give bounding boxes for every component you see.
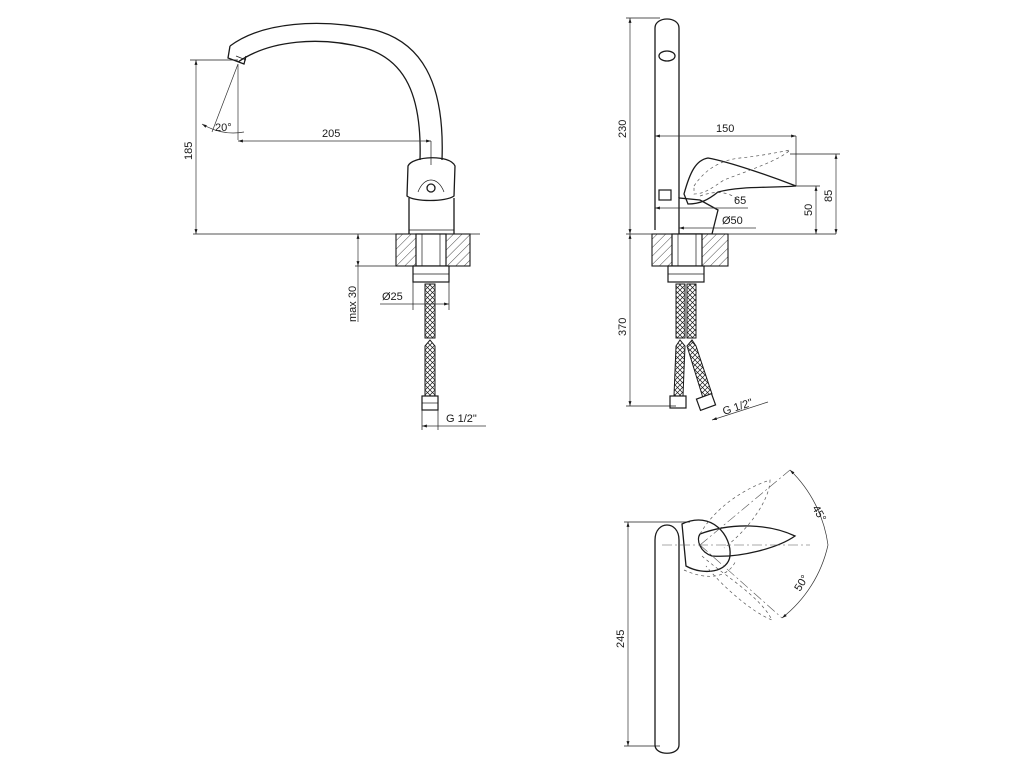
side-aerator — [658, 50, 676, 62]
front-hose-upper — [424, 283, 436, 339]
side-hose-right-upper — [686, 283, 697, 339]
top-handle-rotated-down — [701, 555, 773, 621]
front-hose-lower — [424, 339, 436, 397]
front-angle-ref-2 — [211, 63, 239, 133]
front-aerator-line — [235, 55, 247, 61]
front-height-label: 185 — [183, 142, 195, 160]
side-base-core — [671, 233, 703, 267]
front-aerator — [227, 45, 247, 65]
side-handle-raised-detail — [699, 192, 739, 201]
front-base-core — [415, 233, 447, 267]
side-85-label: 85 — [823, 190, 835, 202]
side-65-label: 65 — [734, 195, 746, 207]
side-d50-label: Ø50 — [722, 215, 743, 227]
side-spout-tube — [654, 18, 680, 230]
front-conn-label: G 1/2" — [446, 413, 477, 425]
top-handle — [697, 525, 797, 557]
side-spout-clip — [658, 189, 672, 201]
front-view: 20° 205 185 max 30 Ø25 G 1/2" — [183, 22, 486, 430]
side-hose-right-lower — [686, 339, 713, 399]
top-view: 45° 50° 245 — [615, 469, 829, 754]
side-view: 230 150 65 Ø50 50 85 370 G 1/2" — [617, 17, 840, 421]
top-handle-rotated-up — [699, 479, 771, 549]
front-lever-detail — [417, 179, 445, 193]
side-conn-label: G 1/2" — [721, 397, 754, 418]
side-50-label: 50 — [803, 204, 815, 216]
side-hose-fitting-left — [669, 395, 687, 409]
front-body-cylinder — [408, 198, 455, 234]
side-handle-raised — [693, 149, 792, 195]
front-shank-label: Ø25 — [382, 291, 403, 303]
front-thickness-label: max 30 — [347, 286, 359, 322]
top-spout — [654, 524, 680, 754]
top-rotation-arc-up — [789, 469, 829, 546]
front-spout-outer — [229, 22, 443, 161]
top-rotation-up-label: 45° — [809, 504, 828, 524]
front-lever-dot — [426, 183, 436, 193]
top-rotation-arc-down — [781, 544, 829, 619]
front-reach-label: 205 — [322, 128, 340, 140]
side-370-label: 370 — [617, 318, 629, 336]
front-angle-label: 20° — [215, 122, 232, 134]
side-150-label: 150 — [716, 123, 734, 135]
top-centerline-down — [699, 544, 783, 619]
side-hose-left-lower — [673, 339, 686, 397]
front-lever-body — [406, 157, 456, 202]
front-spout-inner — [237, 40, 421, 161]
side-hose-left-upper — [675, 283, 686, 339]
top-centerline-up — [699, 469, 791, 546]
side-230-label: 230 — [617, 120, 629, 138]
top-245-label: 245 — [615, 630, 627, 648]
side-conn-dim — [711, 401, 769, 421]
side-hose-fitting-right — [695, 392, 717, 412]
front-angle-arc — [201, 123, 245, 134]
top-body-ghost — [683, 559, 737, 577]
